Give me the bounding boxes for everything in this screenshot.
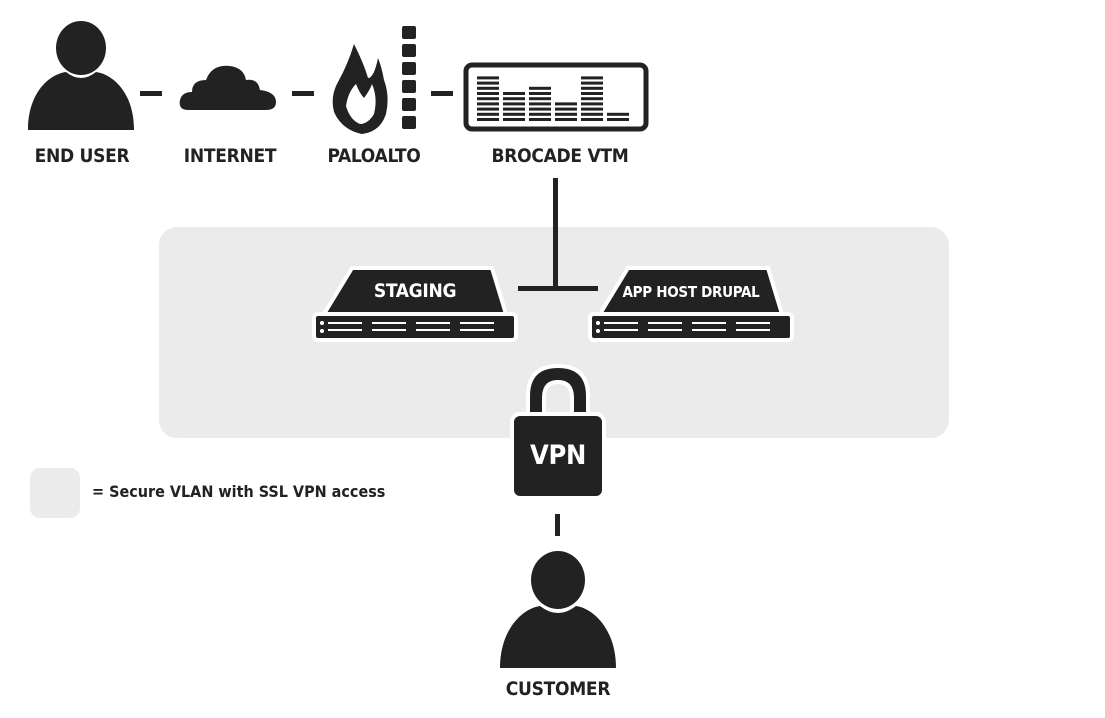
- equalizer-bar: [477, 107, 499, 111]
- equalizer-bar: [607, 118, 629, 121]
- equalizer-bar: [581, 76, 603, 80]
- equalizer-bar: [581, 112, 603, 116]
- equalizer-bar: [503, 112, 525, 116]
- paloalto-firewall-icon: [332, 26, 416, 134]
- end-user-label: END USER: [34, 145, 130, 167]
- equalizer-bar: [477, 81, 499, 85]
- equalizer-bar: [477, 112, 499, 116]
- connector-line: [555, 514, 560, 536]
- equalizer-bar: [581, 118, 603, 121]
- app-host-drupal-label: APP HOST DRUPAL: [622, 283, 760, 301]
- connector-line: [518, 286, 598, 291]
- equalizer-bar: [581, 107, 603, 111]
- equalizer-bar: [581, 81, 603, 85]
- equalizer-bar: [503, 102, 525, 106]
- connector-line: [140, 91, 162, 96]
- vpn-label: VPN: [529, 440, 587, 471]
- equalizer-bar: [503, 118, 525, 121]
- equalizer-bar: [555, 118, 577, 121]
- staging-server-icon: [312, 266, 518, 342]
- internet-label: INTERNET: [183, 145, 277, 167]
- equalizer-bar: [555, 112, 577, 116]
- equalizer-bar: [477, 76, 499, 80]
- equalizer-bar: [503, 97, 525, 101]
- equalizer-bar: [555, 102, 577, 106]
- legend-text: = Secure VLAN with SSL VPN access: [92, 482, 386, 501]
- brocade-load-balancer-icon: [463, 62, 649, 132]
- equalizer-bar: [555, 107, 577, 111]
- end-user-person-icon: [28, 21, 134, 130]
- equalizer-bar: [529, 86, 551, 90]
- internet-cloud-icon: [179, 65, 276, 110]
- legend-swatch: [30, 468, 80, 518]
- equalizer-bar: [529, 118, 551, 121]
- paloalto-label: PALOALTO: [327, 145, 421, 167]
- brocade-vtm-label: BROCADE VTM: [491, 145, 629, 167]
- equalizer-bar: [503, 107, 525, 111]
- staging-label: STAGING: [373, 280, 457, 302]
- connector-line: [292, 91, 314, 96]
- equalizer-bar: [529, 112, 551, 116]
- equalizer-bar: [581, 92, 603, 95]
- equalizer-bar: [477, 97, 499, 101]
- equalizer-bar: [529, 92, 551, 95]
- equalizer-bar: [503, 92, 525, 95]
- equalizer-bar: [581, 97, 603, 101]
- equalizer-bar: [581, 102, 603, 106]
- app-host-server-icon: [588, 266, 794, 342]
- equalizer-bar: [529, 97, 551, 101]
- equalizer-bar: [477, 102, 499, 106]
- equalizer-bar: [477, 118, 499, 121]
- equalizer-bar: [607, 112, 629, 116]
- equalizer-bar: [477, 92, 499, 95]
- customer-label: CUSTOMER: [505, 678, 611, 700]
- connector-line: [431, 91, 453, 96]
- customer-person-icon: [500, 551, 616, 668]
- equalizer-bar: [529, 102, 551, 106]
- equalizer-bar: [477, 86, 499, 90]
- connector-line: [553, 178, 558, 290]
- equalizer-bar: [581, 86, 603, 90]
- equalizer-bar: [529, 107, 551, 111]
- vpn-lock-icon: [510, 363, 606, 500]
